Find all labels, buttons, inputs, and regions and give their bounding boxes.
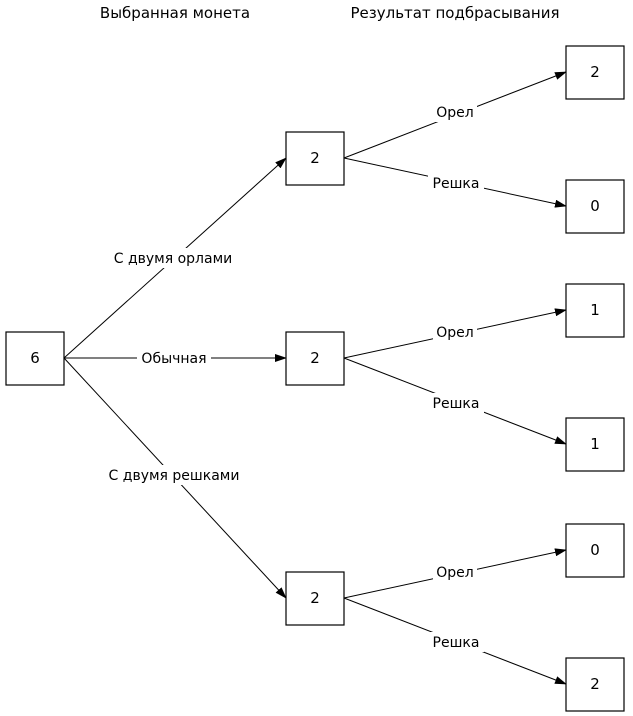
root-node: 6 — [5, 331, 65, 386]
outcome-value-coin-1-tails: 0 — [590, 197, 600, 215]
outcome-node-coin-3-heads: 0 — [565, 523, 625, 578]
coin-node-1: 2 — [285, 131, 345, 186]
coin-column-header: Выбранная монета — [100, 4, 250, 22]
edge-label-coin-1: С двумя орлами — [114, 251, 233, 267]
outcome-value-coin-2-heads: 1 — [590, 301, 600, 319]
edge-label-coin-3: С двумя решками — [109, 468, 240, 484]
result-column-header: Результат подбрасывания — [350, 4, 559, 22]
outcome-value-coin-1-heads: 2 — [590, 63, 600, 81]
coin-node-3-value: 2 — [310, 589, 320, 607]
edge-label-coin-2-tails: Решка — [433, 396, 480, 412]
coin-node-2-value: 2 — [310, 349, 320, 367]
outcome-node-coin-3-tails: 2 — [565, 657, 625, 712]
outcome-node-coin-1-tails: 0 — [565, 179, 625, 234]
outcome-node-coin-2-tails: 1 — [565, 417, 625, 472]
coin-node-1-value: 2 — [310, 149, 320, 167]
edge-label-coin-3-tails: Решка — [433, 635, 480, 651]
outcome-value-coin-3-heads: 0 — [590, 541, 600, 559]
edge-label-coin-1-tails: Решка — [433, 176, 480, 192]
coin-node-3: 2 — [285, 571, 345, 626]
edge-label-coin-2: Обычная — [141, 351, 206, 367]
outcome-node-coin-2-heads: 1 — [565, 283, 625, 338]
root-node-value: 6 — [30, 349, 40, 367]
outcome-value-coin-2-tails: 1 — [590, 435, 600, 453]
edge-label-coin-3-heads: Орел — [436, 565, 473, 581]
outcome-value-coin-3-tails: 2 — [590, 675, 600, 693]
edge-label-coin-2-heads: Орел — [436, 325, 473, 341]
coin-node-2: 2 — [285, 331, 345, 386]
edge-label-coin-1-heads: Орел — [436, 105, 473, 121]
outcome-node-coin-1-heads: 2 — [565, 45, 625, 100]
